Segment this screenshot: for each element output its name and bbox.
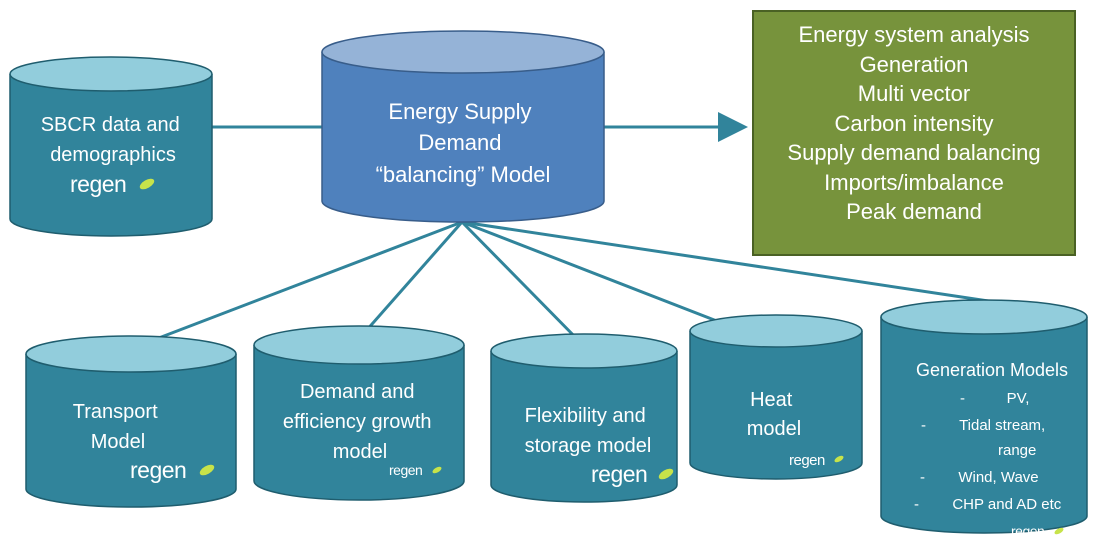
central-line-1: Energy Supply	[388, 99, 531, 124]
demand-line-2: efficiency growth	[283, 411, 432, 433]
svg-text:Heat model: Heat model	[747, 389, 801, 440]
svg-text:Demand and efficiency gr: Demand and efficiency growth model	[283, 381, 437, 463]
svg-text:regen: regen	[591, 461, 647, 487]
regen-logo: regen	[130, 457, 215, 483]
demand-line-1: Demand and	[300, 381, 415, 403]
svg-text:- PV, -: - PV, - Tidal stream, range - Wind, Wave…	[0, 0, 1082, 513]
demand-growth-cylinder: Demand and efficiency growth model regen	[253, 325, 465, 501]
generation-item: - CHP and AD etc	[914, 496, 1062, 513]
svg-text:regen: regen	[130, 457, 186, 483]
svg-text:regen: regen	[1011, 523, 1044, 539]
connector-central-to-flexibility	[460, 220, 585, 347]
central-line-2: Demand	[418, 130, 501, 155]
regen-logo: regen	[389, 462, 442, 478]
svg-text:Flexibility and storage: Flexibility and storage model	[525, 405, 652, 457]
generation-item: - Tidal stream,	[921, 417, 1045, 434]
output-line: Multi vector	[857, 81, 971, 106]
svg-text:regen: regen	[389, 462, 422, 478]
output-line: Energy system analysis	[798, 22, 1030, 47]
generation-item: range	[998, 442, 1036, 459]
connector-central-to-heat	[461, 220, 723, 325]
output-line: Supply demand balancing	[787, 140, 1041, 165]
heat-line-2: model	[747, 418, 801, 440]
analysis-output-box: Energy system analysis Generation Multi …	[752, 10, 1076, 256]
connector-central-to-generation	[461, 220, 996, 304]
output-line: Generation	[859, 51, 969, 77]
svg-text:SBCR data and demographi: SBCR data and demographics	[41, 114, 186, 166]
demand-line-3: model	[333, 441, 387, 463]
svg-text:regen: regen	[70, 171, 126, 197]
connector-central-to-transport	[129, 220, 463, 351]
input-line-2: demographics	[50, 144, 176, 166]
regen-logo: regen	[1011, 523, 1064, 539]
svg-text:Energy Supply Demand: Energy Supply Demand “balancing” Model	[376, 99, 551, 187]
heat-cylinder: Heat model regen	[689, 314, 863, 480]
regen-logo: regen	[591, 461, 674, 487]
connector-central-to-demand	[356, 221, 464, 341]
output-line: Peak demand	[846, 199, 982, 224]
transport-cylinder: Transport Model regen	[25, 335, 237, 508]
central-model-cylinder: Energy Supply Demand “balancing” Model	[321, 30, 605, 223]
regen-logo: regen	[789, 452, 844, 469]
input-line-1: SBCR data and	[41, 114, 180, 136]
flexibility-line-2: storage model	[525, 435, 652, 457]
flexibility-storage-cylinder: Flexibility and storage model regen	[490, 333, 678, 503]
svg-text:regen: regen	[789, 452, 825, 469]
connectors	[129, 112, 996, 351]
flexibility-line-1: Flexibility and	[525, 405, 646, 427]
generation-item: - PV,	[960, 390, 1029, 407]
heat-line-1: Heat	[750, 389, 793, 411]
transport-line-1: Transport	[73, 401, 158, 423]
transport-line-2: Model	[91, 431, 145, 453]
output-line: Imports/imbalance	[824, 169, 1004, 195]
svg-text:Transport Model: Transport Model	[73, 401, 163, 453]
generation-item: - Wind, Wave	[920, 469, 1039, 486]
generation-title: Generation Models	[916, 360, 1068, 380]
input-cylinder: SBCR data and demographics regen	[9, 56, 213, 237]
output-line: Carbon intensity	[834, 110, 994, 136]
central-line-3: “balancing” Model	[376, 162, 551, 187]
regen-logo: regen	[70, 171, 155, 197]
